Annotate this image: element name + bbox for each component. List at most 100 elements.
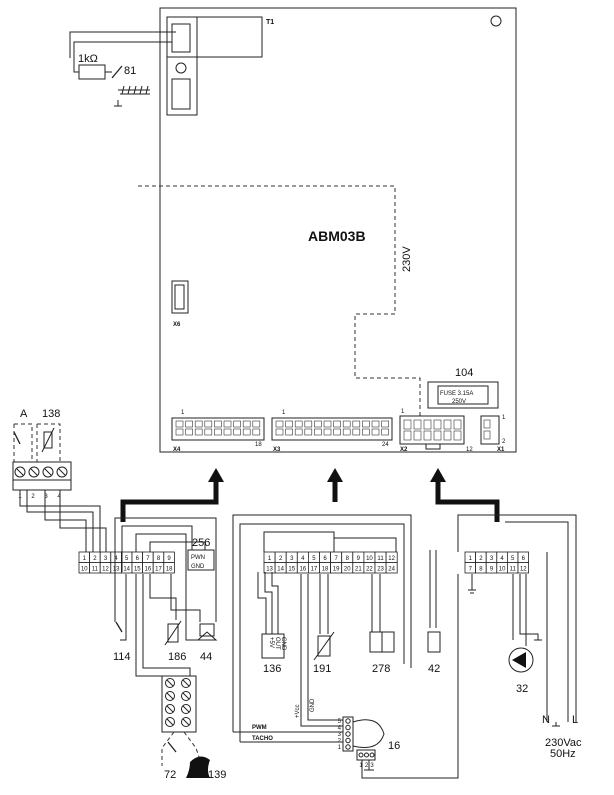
terminal-number: 10 — [499, 567, 506, 573]
connector-pin — [204, 428, 213, 436]
connector-pin — [194, 428, 203, 436]
fan-pin-number: 3 — [338, 732, 342, 738]
terminal-number: 10 — [366, 556, 373, 562]
connector-pin — [362, 420, 370, 428]
connector-pin — [194, 420, 203, 428]
fan-pin-number: 5 — [338, 719, 342, 725]
svg-text:GND: GND — [310, 698, 316, 712]
connector-pin — [275, 420, 284, 428]
connector-pin — [433, 430, 442, 441]
fan-pin — [358, 752, 364, 758]
ref-32: 32 — [516, 683, 528, 695]
fuse: 104 FUSE 3.15A 250V — [427, 367, 499, 409]
connector-pin — [453, 419, 462, 430]
screw-terminal — [165, 691, 175, 701]
screw-terminal — [14, 466, 26, 478]
fan-pin — [369, 752, 375, 758]
connector-pin — [223, 420, 232, 428]
isolation-boundary: 230V — [138, 185, 421, 418]
fan-pin-number: 4 — [338, 726, 342, 732]
connector-pin — [362, 428, 370, 436]
fan-pin — [345, 731, 351, 737]
screw-slot — [182, 705, 190, 713]
terminal-number: 9 — [357, 556, 361, 562]
connector-pin — [185, 428, 193, 436]
connector-pin — [433, 419, 442, 430]
connector-pin — [285, 420, 293, 428]
terminal-number: 17 — [155, 567, 162, 573]
terminal-number: 2 — [279, 556, 283, 562]
connector-pin — [352, 420, 361, 428]
x1-label: X1 — [497, 447, 505, 453]
terminal-number: 13 — [113, 567, 120, 573]
fan-pin — [345, 718, 351, 724]
connector-pin — [233, 428, 241, 436]
sensor-186 — [164, 620, 182, 646]
fan-pin-number: 1 — [359, 763, 363, 769]
svg-text:PWM: PWM — [252, 725, 267, 731]
connector-pin — [333, 428, 341, 436]
svg-text:PWN: PWN — [191, 555, 205, 561]
terminal-number: 19 — [333, 567, 340, 573]
terminal-number: 16 — [300, 567, 307, 573]
svg-text:18: 18 — [255, 442, 262, 448]
svg-text:12: 12 — [466, 447, 473, 453]
connector-pin — [413, 419, 422, 430]
ref-72: 72 — [164, 769, 176, 781]
connector-pin — [314, 420, 322, 428]
connector-pin — [233, 420, 241, 428]
connector-pin — [223, 428, 232, 436]
voltage-label: 230V — [401, 246, 413, 272]
screw-slot — [44, 468, 52, 476]
screw-terminal — [181, 704, 191, 714]
connector-pin — [304, 420, 313, 428]
transformer-label: T1 — [266, 19, 274, 26]
connector-pin — [242, 420, 251, 428]
connector-pin — [242, 428, 251, 436]
connector-pin — [342, 428, 351, 436]
screw-terminal — [181, 678, 191, 688]
fan-pin — [364, 752, 369, 758]
transformer: T1 — [166, 16, 274, 116]
supply-frequency: 50Hz — [550, 748, 576, 760]
terminal-number: 6 — [522, 556, 526, 562]
svg-text:GND: GND — [191, 564, 205, 570]
fan-pin — [345, 724, 351, 731]
connector-pin — [214, 420, 222, 428]
terminal-number: 1 — [469, 556, 473, 562]
svg-text:OUT: OUT — [274, 637, 280, 650]
board-mount-hole — [490, 15, 502, 27]
terminal-number: 5 — [511, 556, 515, 562]
connector-pin — [381, 428, 389, 436]
svg-text:1: 1 — [181, 410, 185, 416]
terminal-number: 4 — [114, 556, 118, 562]
terminal-number: 2 — [479, 556, 483, 562]
svg-text:1: 1 — [401, 409, 405, 415]
screw-terminal — [56, 466, 68, 478]
terminal-cell — [385, 562, 398, 574]
screw-terminal — [165, 704, 175, 714]
connector-x1: 1 2 X1 — [480, 415, 506, 453]
connector-x2: 1 12 X2 — [399, 409, 473, 453]
screw-slot — [182, 718, 190, 726]
label-n: N — [542, 714, 550, 726]
ref-139: 139 — [208, 769, 226, 781]
terminal-number: 8 — [479, 567, 483, 573]
terminal-number: 6 — [136, 556, 140, 562]
terminal-number: 10 — [81, 567, 88, 573]
switch-114 — [115, 621, 123, 633]
screw-terminal — [181, 691, 191, 701]
ref-16: 16 — [388, 740, 400, 752]
svg-text:1: 1 — [282, 410, 286, 416]
sensor-circuit-81: 1kΩ 81 — [69, 31, 176, 107]
fan-pin-number: 2 — [365, 763, 369, 769]
terminal-number: 21 — [355, 567, 362, 573]
terminal-number: 2 — [93, 556, 97, 562]
connector-pin — [423, 430, 432, 441]
svg-text:+Vcc: +Vcc — [295, 704, 301, 718]
ref-278: 278 — [372, 663, 390, 675]
supply-voltage: 230Vac — [545, 737, 582, 749]
connector-pin — [185, 420, 193, 428]
